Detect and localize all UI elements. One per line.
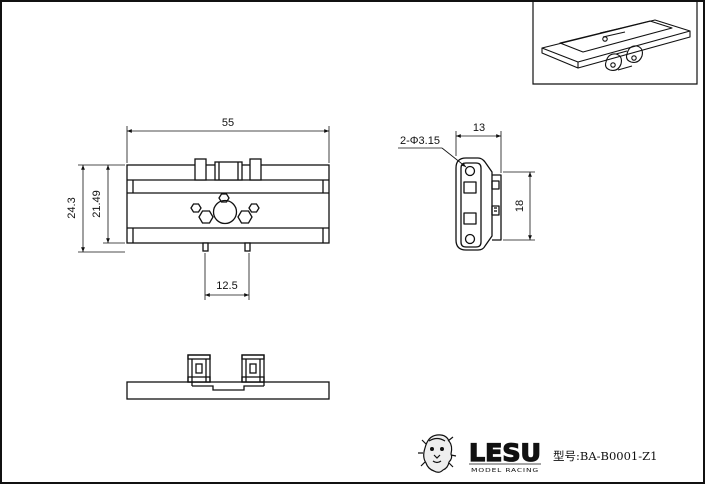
side-view: [455, 157, 502, 251]
lion-head-icon: [418, 434, 457, 473]
dim-side-height-18: 18: [514, 200, 526, 212]
side-view-dimensions: [398, 131, 535, 241]
model-number: 型号:BA-B0001-Z1: [553, 449, 657, 463]
dim-height-24-3: 24.3: [66, 197, 78, 218]
dim-height-21-49: 21.49: [91, 190, 103, 218]
iso-preview: [532, 1, 698, 85]
dim-width-55: 55: [222, 117, 234, 129]
dim-hole-diameter: 2-Φ3.15: [400, 135, 440, 147]
brand-subtitle: MODEL RACING: [471, 468, 539, 474]
brand-logo-text: LESU: [469, 439, 541, 467]
front-view-dimensions: [78, 126, 330, 300]
front-view: [126, 158, 330, 252]
top-view: [126, 354, 330, 400]
dim-side-width-13: 13: [473, 122, 485, 134]
dim-pin-spacing-12-5: 12.5: [216, 280, 237, 292]
